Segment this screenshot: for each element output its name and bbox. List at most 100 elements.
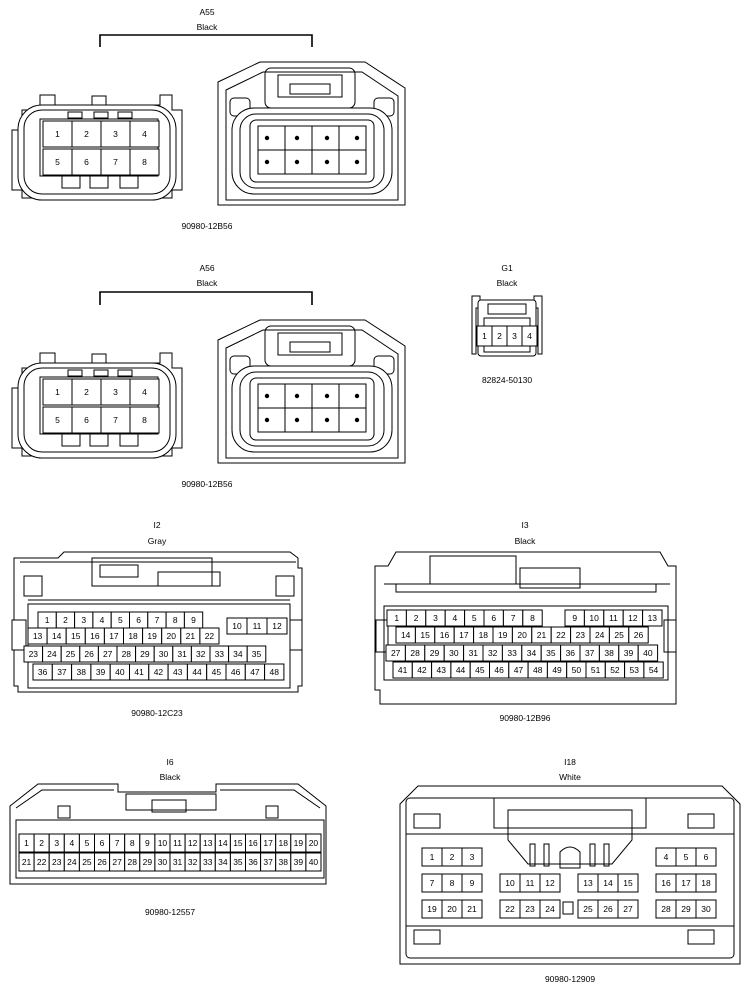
i2-pin-number: 25 bbox=[66, 649, 76, 659]
i3-pin-number: 22 bbox=[556, 630, 566, 640]
i2-pin-number: 6 bbox=[136, 615, 141, 625]
i18-pin-number: 8 bbox=[450, 878, 455, 888]
a55-pin-number: 2 bbox=[84, 129, 89, 139]
i2-pin-number: 3 bbox=[81, 615, 86, 625]
a56-pin-cavity bbox=[71, 406, 102, 434]
a56-male-pin-dot bbox=[354, 393, 360, 399]
i6-pin-number: 14 bbox=[218, 838, 228, 848]
i18-pin-number: 21 bbox=[467, 904, 477, 914]
i18-pin-cavity bbox=[539, 873, 561, 893]
i6-pin-number: 13 bbox=[203, 838, 213, 848]
a55-pin-cavity bbox=[129, 120, 160, 148]
i3-pin-number: 3 bbox=[433, 613, 438, 623]
i18-pin-number: 25 bbox=[583, 904, 593, 914]
a56-pin-number: 3 bbox=[113, 387, 118, 397]
i18-color-label: White bbox=[559, 772, 581, 782]
i2-pin-cavity bbox=[246, 645, 267, 663]
i3-pin-number: 41 bbox=[398, 665, 408, 675]
i3-pin-number: 8 bbox=[530, 613, 535, 623]
i2-pin-number: 44 bbox=[192, 667, 202, 677]
i6-pin-cavity bbox=[305, 833, 322, 853]
i18-pin-number: 27 bbox=[623, 904, 633, 914]
a55-male-pin-dot bbox=[294, 159, 300, 165]
i3-pin-number: 35 bbox=[546, 648, 556, 658]
a56-male-pin-dot bbox=[264, 393, 270, 399]
i3-pin-number: 18 bbox=[479, 630, 489, 640]
i18-pin-number: 9 bbox=[470, 878, 475, 888]
a55-pin-number: 8 bbox=[142, 157, 147, 167]
i2-pin-number: 21 bbox=[186, 631, 196, 641]
i18-pin-number: 11 bbox=[526, 878, 535, 888]
i2-pin-number: 31 bbox=[177, 649, 187, 659]
a55-male-pin-dot bbox=[264, 159, 270, 165]
i18-pin-number: 28 bbox=[661, 904, 671, 914]
i6-pin-number: 30 bbox=[158, 857, 168, 867]
a56-pin-cavity bbox=[129, 378, 160, 406]
i3-pin-number: 10 bbox=[589, 613, 599, 623]
i3-pin-number: 46 bbox=[494, 665, 504, 675]
a55-pin-number: 1 bbox=[55, 129, 60, 139]
g1-part-number: 82824-50130 bbox=[482, 375, 532, 385]
i3-pin-number: 50 bbox=[572, 665, 582, 675]
a56-pin-number: 4 bbox=[142, 387, 147, 397]
i3-pin-number: 20 bbox=[517, 630, 527, 640]
i3-pin-cavity bbox=[642, 609, 663, 627]
i3-pin-number: 51 bbox=[591, 665, 601, 675]
i3-pin-number: 21 bbox=[537, 630, 547, 640]
i2-pin-number: 29 bbox=[140, 649, 150, 659]
i6-id-label: I6 bbox=[166, 757, 173, 767]
i6-pin-number: 17 bbox=[263, 838, 273, 848]
i6-pin-number: 18 bbox=[279, 838, 289, 848]
i6-pin-number: 36 bbox=[248, 857, 258, 867]
i3-pin-number: 16 bbox=[440, 630, 450, 640]
i2-pin-number: 14 bbox=[52, 631, 62, 641]
i2-part-number: 90980-12C23 bbox=[131, 708, 183, 718]
i18-pin-number: 6 bbox=[704, 852, 709, 862]
a55-pin-number: 3 bbox=[113, 129, 118, 139]
i3-pin-number: 45 bbox=[475, 665, 485, 675]
i18-pin-number: 10 bbox=[505, 878, 515, 888]
a55-pin-number: 5 bbox=[55, 157, 60, 167]
a55-part-number: 90980-12B56 bbox=[181, 221, 232, 231]
i3-pin-number: 26 bbox=[634, 630, 644, 640]
a55-male-pin-dot bbox=[324, 159, 330, 165]
i2-pin-number: 23 bbox=[29, 649, 39, 659]
a56-male-pin-dot bbox=[354, 417, 360, 423]
i18-pin-number: 3 bbox=[470, 852, 475, 862]
i6-pin-number: 37 bbox=[263, 857, 273, 867]
i2-pin-number: 17 bbox=[109, 631, 119, 641]
i2-pin-number: 1 bbox=[45, 615, 50, 625]
i6-pin-number: 29 bbox=[143, 857, 153, 867]
i2-pin-number: 19 bbox=[147, 631, 157, 641]
g1-color-label: Black bbox=[497, 278, 519, 288]
i6-pin-number: 22 bbox=[37, 857, 47, 867]
a55-id-label: A55 bbox=[199, 7, 214, 17]
i18-pin-number: 5 bbox=[684, 852, 689, 862]
i2-pin-number: 38 bbox=[77, 667, 87, 677]
i3-id-label: I3 bbox=[521, 520, 528, 530]
i18-pin-number: 13 bbox=[583, 878, 593, 888]
i18-pin-cavity bbox=[461, 847, 483, 867]
i3-pin-number: 31 bbox=[469, 648, 479, 658]
a56-pin-cavity bbox=[42, 378, 73, 406]
i18-pin-number: 17 bbox=[681, 878, 691, 888]
i3-pin-number: 15 bbox=[420, 630, 430, 640]
i3-pin-number: 2 bbox=[414, 613, 419, 623]
i2-pin-cavity bbox=[266, 617, 288, 635]
i3-pin-number: 17 bbox=[459, 630, 469, 640]
i18-pin-cavity bbox=[461, 873, 483, 893]
i3-pin-number: 24 bbox=[595, 630, 605, 640]
g1-pin-cavity bbox=[521, 325, 538, 347]
a56-male-pin-dot bbox=[294, 417, 300, 423]
i3-pin-number: 53 bbox=[630, 665, 640, 675]
i2-pin-number: 45 bbox=[212, 667, 222, 677]
i3-pin-number: 36 bbox=[566, 648, 576, 658]
i2-pin-number: 20 bbox=[167, 631, 177, 641]
a56-pin-number: 2 bbox=[84, 387, 89, 397]
i18-pin-cavity bbox=[695, 899, 717, 919]
